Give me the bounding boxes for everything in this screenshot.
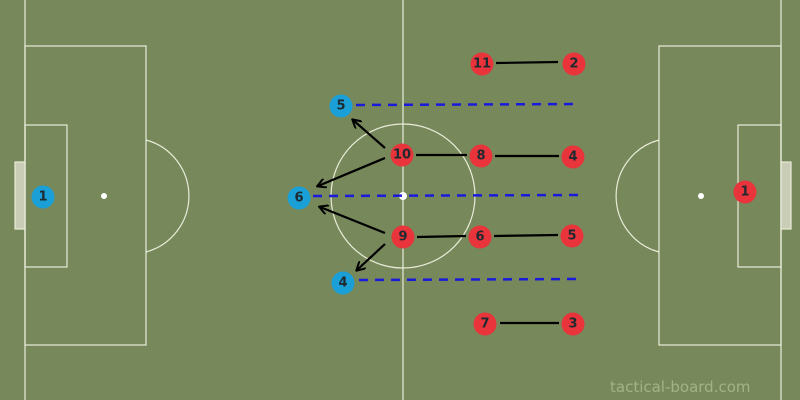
svg-text:2: 2 (569, 57, 578, 72)
svg-text:4: 4 (338, 276, 347, 291)
svg-text:1: 1 (740, 185, 749, 200)
link-lines (416, 60, 559, 325)
player-blue[interactable]: 4 (331, 271, 355, 295)
svg-text:6: 6 (294, 191, 303, 206)
player-red[interactable]: 11 (470, 52, 494, 76)
penalty-spot-left (101, 193, 107, 199)
player-red[interactable]: 5 (560, 224, 584, 248)
player-red[interactable]: 6 (468, 225, 492, 249)
player-red[interactable]: 7 (473, 312, 497, 336)
player-blue[interactable]: 1 (31, 185, 55, 209)
svg-text:3: 3 (568, 317, 577, 332)
svg-text:9: 9 (398, 230, 407, 245)
blue-team: 1 5 6 4 (31, 94, 355, 295)
svg-text:6: 6 (475, 230, 484, 245)
svg-text:5: 5 (567, 229, 576, 244)
svg-text:7: 7 (480, 317, 489, 332)
player-red[interactable]: 10 (390, 143, 414, 167)
player-red[interactable]: 9 (391, 225, 415, 249)
svg-text:8: 8 (476, 149, 485, 164)
player-red[interactable]: 8 (469, 144, 493, 168)
player-blue[interactable]: 5 (329, 94, 353, 118)
center-spot (399, 192, 407, 200)
svg-text:10: 10 (393, 148, 411, 163)
watermark: tactical-board.com (610, 378, 751, 396)
svg-text:5: 5 (336, 99, 345, 114)
red-team: 11 2 10 8 4 9 6 5 7 3 1 (390, 52, 757, 336)
svg-text:11: 11 (473, 57, 491, 72)
penalty-spot-right (698, 193, 704, 199)
pass-arrows (318, 120, 386, 270)
player-red[interactable]: 2 (562, 52, 586, 76)
svg-text:4: 4 (568, 150, 577, 165)
svg-text:1: 1 (38, 190, 47, 205)
player-red[interactable]: 3 (561, 312, 585, 336)
player-blue[interactable]: 6 (287, 186, 311, 210)
dashed-lines (312, 102, 586, 282)
player-red[interactable]: 4 (561, 145, 585, 169)
player-red[interactable]: 1 (733, 180, 757, 204)
